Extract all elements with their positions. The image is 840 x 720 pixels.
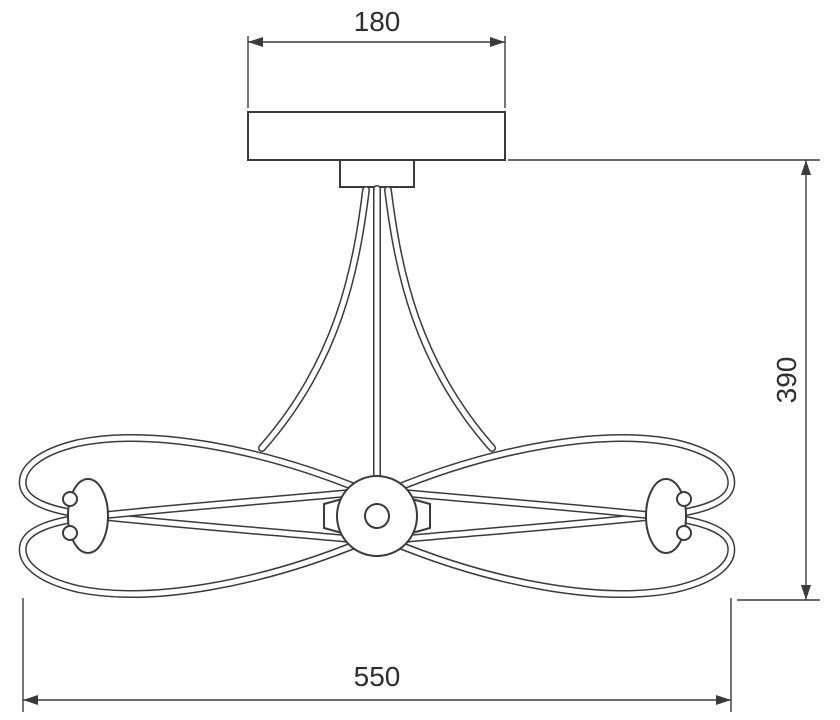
top-width-label: 180 bbox=[354, 6, 401, 37]
overall-width-dimension: 550 bbox=[22, 598, 732, 712]
right-hub-disc bbox=[645, 478, 687, 554]
arrow-up-icon bbox=[801, 160, 811, 175]
center-hub bbox=[323, 475, 431, 557]
height-dimension: 390 bbox=[508, 159, 820, 601]
left-lower-loop bbox=[18, 488, 366, 598]
arrow-down-icon bbox=[801, 585, 811, 600]
left-hub-screw-top bbox=[62, 491, 78, 507]
overall-width-label: 550 bbox=[354, 661, 401, 692]
right-hub-screw-top bbox=[676, 491, 692, 507]
left-hub bbox=[62, 478, 109, 554]
right-lower-loop bbox=[388, 488, 736, 598]
height-label: 390 bbox=[771, 357, 802, 404]
right-arm bbox=[384, 186, 496, 452]
left-arm bbox=[258, 186, 370, 452]
arrow-left-icon bbox=[23, 695, 38, 705]
top-width-dimension: 180 bbox=[247, 6, 506, 108]
center-hub-finial bbox=[364, 503, 390, 529]
canopy-plate bbox=[247, 111, 506, 161]
left-hub-screw-bottom bbox=[62, 525, 78, 541]
right-upper-loop bbox=[388, 434, 736, 544]
arrow-right-icon bbox=[716, 695, 731, 705]
arrow-left-icon bbox=[248, 37, 263, 47]
left-hub-disc bbox=[67, 478, 109, 554]
canopy-neck bbox=[339, 159, 415, 188]
left-upper-loop bbox=[18, 434, 366, 544]
right-hub-screw-bottom bbox=[676, 525, 692, 541]
right-hub bbox=[645, 478, 692, 554]
arrow-right-icon bbox=[490, 37, 505, 47]
ceiling-canopy bbox=[247, 111, 506, 188]
